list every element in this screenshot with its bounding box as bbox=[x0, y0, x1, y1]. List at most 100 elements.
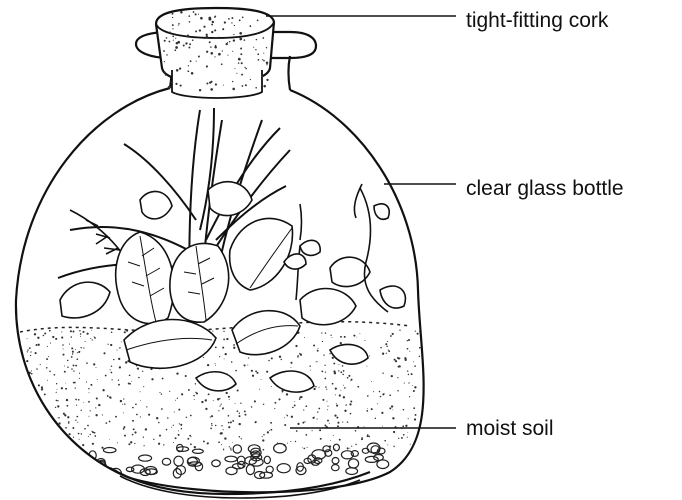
cork-speck bbox=[266, 64, 267, 65]
soil-speck bbox=[387, 444, 388, 445]
cork-speck bbox=[232, 88, 235, 91]
soil-speck bbox=[78, 433, 80, 435]
soil-speck bbox=[21, 447, 23, 449]
cork-label: tight-fitting cork bbox=[466, 10, 608, 31]
cork-speck bbox=[168, 41, 170, 43]
soil-speck bbox=[312, 417, 314, 419]
soil-speck bbox=[334, 415, 336, 417]
cork-speck bbox=[263, 60, 265, 62]
cork-speck bbox=[164, 61, 165, 62]
soil-speck bbox=[290, 362, 292, 364]
soil-speck bbox=[60, 434, 61, 435]
soil-speck bbox=[382, 373, 383, 374]
soil-speck bbox=[327, 409, 328, 410]
soil-speck bbox=[223, 331, 224, 332]
soil-speck bbox=[342, 422, 343, 423]
soil-speck bbox=[107, 344, 108, 345]
soil-speck bbox=[211, 423, 212, 424]
soil-speck bbox=[368, 436, 370, 438]
soil-speck bbox=[327, 420, 329, 422]
soil-speck bbox=[68, 422, 70, 424]
soil-speck bbox=[226, 392, 228, 394]
soil-speck bbox=[389, 394, 391, 396]
cork-speck bbox=[200, 17, 203, 20]
soil-speck bbox=[219, 398, 221, 400]
soil-speck bbox=[80, 347, 81, 348]
cork-speck bbox=[187, 70, 189, 72]
soil-speck bbox=[203, 357, 204, 358]
soil-speck bbox=[90, 410, 91, 411]
soil-speck bbox=[355, 444, 356, 445]
soil-speck bbox=[178, 434, 180, 436]
soil-speck bbox=[339, 394, 341, 396]
soil-speck bbox=[331, 337, 332, 338]
soil-speck bbox=[30, 355, 31, 356]
soil-speck bbox=[129, 383, 131, 385]
soil-speck bbox=[117, 442, 118, 443]
soil-speck bbox=[103, 352, 105, 354]
soil-speck bbox=[228, 415, 230, 417]
soil-speck bbox=[284, 417, 285, 418]
soil-speck bbox=[167, 417, 169, 419]
soil-speck bbox=[64, 366, 65, 367]
cork-speck bbox=[238, 62, 239, 63]
soil-speck bbox=[395, 360, 397, 362]
soil-speck bbox=[240, 403, 241, 404]
soil-speck bbox=[233, 347, 235, 349]
soil-speck bbox=[224, 358, 225, 359]
soil-speck bbox=[219, 356, 220, 357]
soil-speck bbox=[413, 407, 415, 409]
cork-speck bbox=[218, 37, 219, 38]
cork-speck bbox=[211, 24, 213, 26]
cork-speck bbox=[189, 43, 191, 45]
soil-speck bbox=[380, 396, 382, 398]
cork-speck bbox=[239, 38, 242, 41]
soil-speck bbox=[393, 431, 395, 433]
cork-speck bbox=[189, 21, 191, 23]
soil-speck bbox=[35, 352, 37, 354]
cork-speck bbox=[215, 45, 216, 46]
soil-speck bbox=[110, 369, 111, 370]
soil-speck bbox=[132, 420, 134, 422]
cork-speck bbox=[266, 47, 267, 48]
soil-speck bbox=[57, 389, 58, 390]
soil-speck bbox=[20, 442, 21, 443]
soil-speck bbox=[349, 448, 350, 449]
soil-speck bbox=[223, 429, 224, 430]
soil-speck bbox=[181, 393, 183, 395]
cork-speck bbox=[198, 55, 200, 57]
soil-speck bbox=[61, 337, 63, 339]
soil-speck bbox=[105, 422, 107, 424]
soil-speck bbox=[30, 351, 31, 352]
soil-speck bbox=[120, 400, 122, 402]
cork-speck bbox=[212, 21, 214, 23]
cork-speck bbox=[262, 59, 263, 60]
soil-speck bbox=[28, 446, 29, 447]
cork-speck bbox=[228, 18, 230, 20]
soil-speck bbox=[326, 389, 327, 390]
soil-speck bbox=[317, 350, 319, 352]
soil-speck bbox=[325, 386, 327, 388]
soil-speck bbox=[335, 449, 336, 450]
cork-speck bbox=[208, 17, 211, 20]
soil-speck bbox=[63, 440, 65, 442]
cork-speck bbox=[199, 29, 201, 31]
soil-speck bbox=[394, 359, 396, 361]
soil-speck bbox=[388, 350, 390, 352]
soil-speck bbox=[339, 439, 341, 441]
soil-speck bbox=[380, 347, 382, 349]
soil-speck bbox=[156, 417, 158, 419]
cork-speck bbox=[262, 75, 264, 77]
cork-speck bbox=[180, 85, 182, 87]
soil-speck bbox=[366, 410, 368, 412]
soil-speck bbox=[61, 331, 62, 332]
soil-speck bbox=[123, 426, 125, 428]
soil-speck bbox=[90, 434, 91, 435]
cork-speck bbox=[187, 43, 188, 44]
soil-speck bbox=[49, 371, 51, 373]
cork-speck bbox=[239, 32, 242, 35]
soil-speck bbox=[84, 428, 86, 430]
soil-speck bbox=[255, 422, 256, 423]
soil-speck bbox=[41, 386, 43, 388]
soil-speck bbox=[158, 443, 160, 445]
